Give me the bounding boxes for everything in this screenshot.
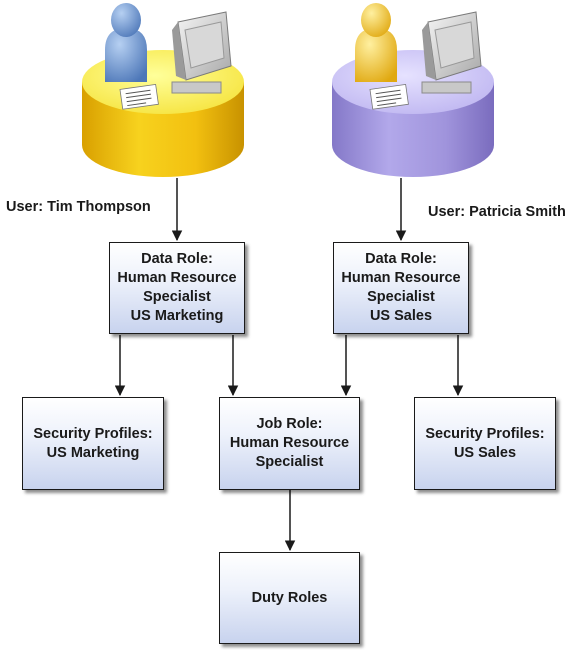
security-profiles-us-marketing-box: Security Profiles: US Marketing	[22, 397, 164, 490]
user-tim-workstation-icon	[82, 3, 244, 177]
security-profiles-us-sales-box: Security Profiles: US Sales	[414, 397, 556, 490]
job-role-box: Job Role: Human Resource Specialist	[219, 397, 360, 490]
user-label-tim: User: Tim Thompson	[6, 199, 151, 215]
data-role-us-sales-box: Data Role: Human Resource Specialist US …	[333, 242, 469, 334]
user-patricia-workstation-icon	[332, 3, 494, 177]
duty-roles-box: Duty Roles	[219, 552, 360, 644]
data-role-us-marketing-box: Data Role: Human Resource Specialist US …	[109, 242, 245, 334]
user-label-patricia: User: Patricia Smith	[428, 204, 566, 220]
